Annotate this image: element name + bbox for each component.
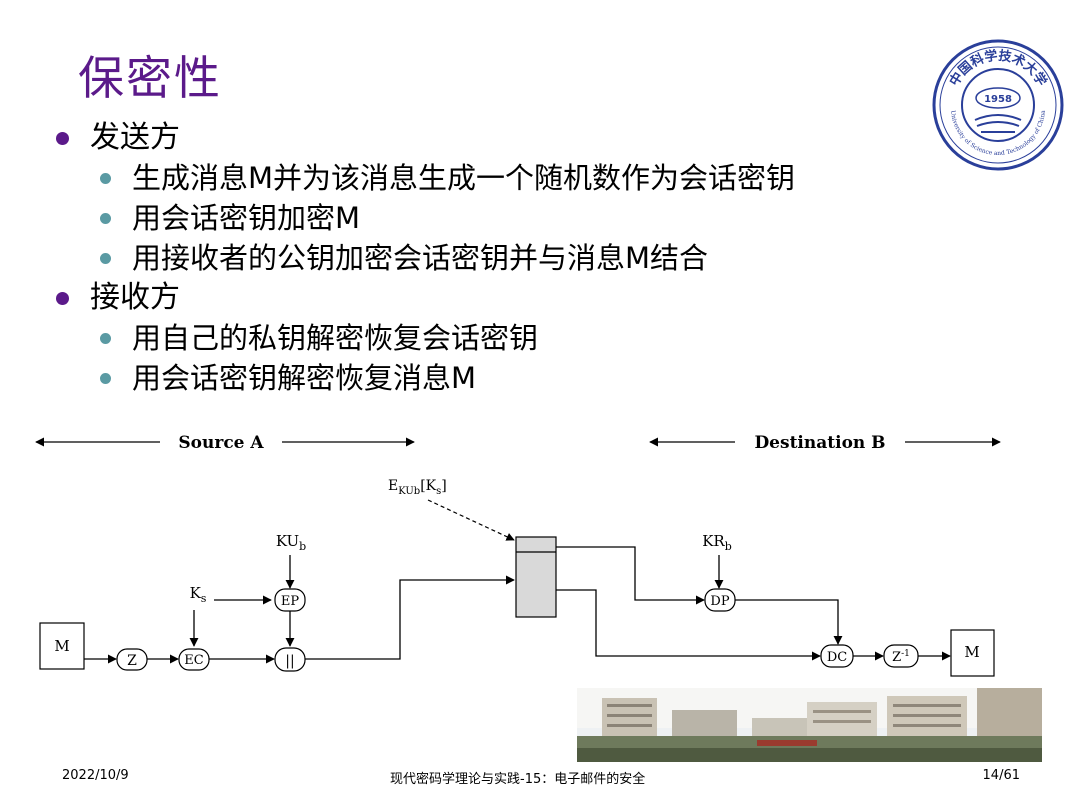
message-packet [515, 536, 557, 618]
message-left-label: M [54, 637, 69, 655]
ep-label: EP [281, 594, 299, 609]
sub-bullet: 用自己的私钥解密恢复会话密钥 [54, 318, 795, 358]
bullet-sender: 发送方 [54, 118, 795, 158]
sub-bullet: 用接收者的公钥加密会话密钥并与消息M结合 [54, 238, 795, 278]
public-key-label: KUb [276, 532, 306, 553]
message-box-right [950, 629, 995, 677]
footer-page-number: 14/61 [982, 768, 1020, 783]
bullet-receiver: 接收方 [54, 278, 795, 318]
sub-bullet: 生成消息M并为该消息生成一个随机数作为会话密钥 [54, 158, 795, 198]
message-box-left [39, 622, 85, 670]
encrypted-key-pointer [427, 499, 515, 541]
bullet-list: 发送方 生成消息M并为该消息生成一个随机数作为会话密钥 用会话密钥加密M 用接收… [54, 118, 795, 398]
footer-date: 2022/10/9 [62, 768, 129, 783]
destination-label: Destination B [754, 433, 885, 453]
sub-bullet: 用会话密钥解密恢复消息M [54, 358, 795, 398]
concat-label: || [285, 653, 294, 669]
dp-label: DP [710, 594, 729, 609]
message-right-label: M [964, 643, 979, 661]
private-key-label: KRb [702, 532, 732, 553]
dc-label: DC [827, 650, 847, 665]
slide-title: 保密性 [78, 51, 222, 105]
university-logo: 中国科学技术大学 University of Science and Techn… [932, 39, 1064, 171]
logo-year: 1958 [984, 94, 1012, 105]
source-label: Source A [178, 433, 264, 453]
ec-label: EC [184, 653, 203, 668]
decompress-label: Z-1 [892, 649, 910, 665]
campus-photo [577, 688, 1042, 762]
encrypted-key-label: EKUb[Ks] [388, 478, 447, 497]
footer-course-title: 现代密码学理论与实践-15：电子邮件的安全 [390, 772, 646, 787]
sub-bullet: 用会话密钥加密M [54, 198, 795, 238]
compress-label: Z [127, 653, 137, 669]
session-key-label: Ks [190, 584, 207, 605]
confidentiality-diagram: Source A Destination B M Z EC Ks KUb EP … [35, 433, 1001, 677]
